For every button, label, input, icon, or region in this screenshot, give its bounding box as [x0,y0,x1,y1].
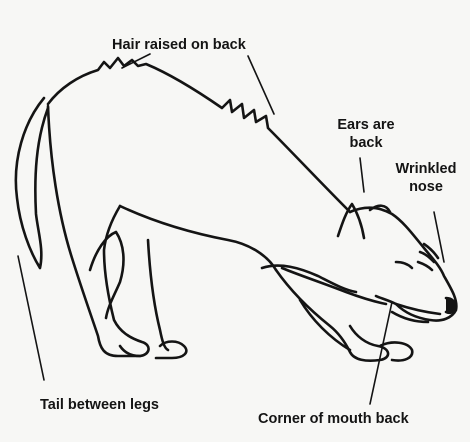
label-ears-back: Ears are back [326,116,406,152]
label-nose-line1: Wrinkled [382,160,470,178]
label-wrinkled-nose: Wrinkled nose [382,160,470,196]
dog-nose-wrinkles [418,244,438,270]
dog-rear-paw [120,342,186,359]
label-tail: Tail between legs [40,396,159,414]
ears-pointer-line [360,158,364,192]
dog-chest [282,268,386,304]
hair-pointer-line-2 [248,56,274,114]
dog-nose [446,298,456,313]
label-hair-raised: Hair raised on back [112,36,246,54]
dog-rear-leg-2 [148,240,168,350]
dog-eye [396,262,412,268]
label-ears-line1: Ears are [326,116,406,134]
dog-tail [16,98,48,268]
dog-back-hair [48,58,350,212]
hair-pointer-line-1 [122,54,150,68]
label-mouth: Corner of mouth back [258,410,409,428]
tail-pointer-line [18,256,44,380]
label-nose-line2: nose [382,178,470,196]
dog-rear-leg [48,106,149,356]
label-ears-line2: back [326,134,406,152]
dog-belly [120,206,276,270]
